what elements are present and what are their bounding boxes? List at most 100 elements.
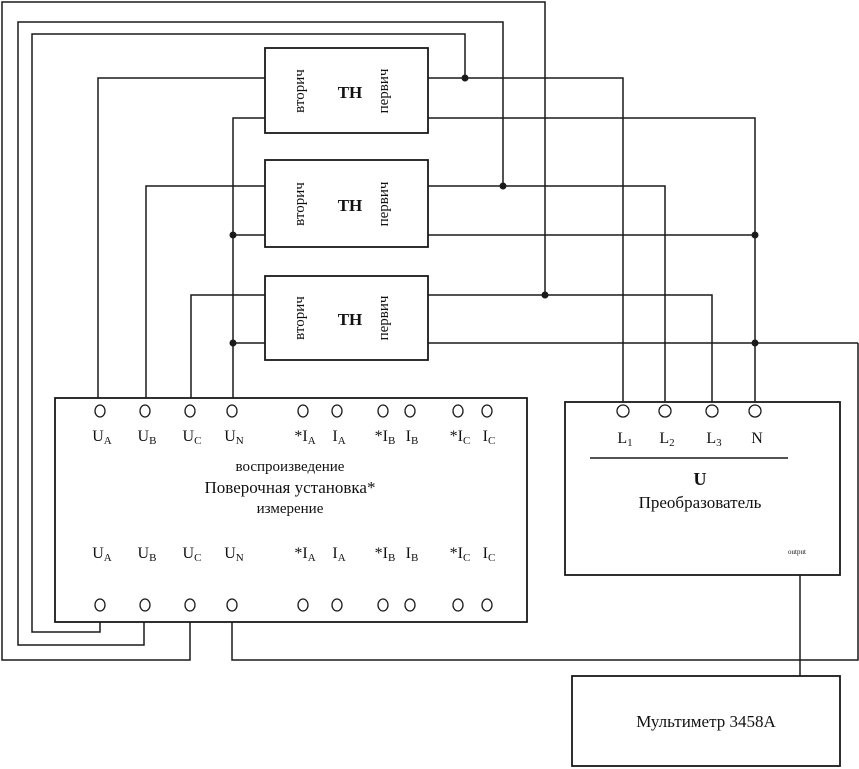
terminal-label-top: UN xyxy=(224,428,244,447)
terminal-top[interactable] xyxy=(331,404,343,418)
terminal-label-subscript: B xyxy=(388,435,395,447)
terminal-label-main: I xyxy=(332,545,337,562)
terminal-label-subscript: B xyxy=(149,552,156,564)
converter-terminal-label: L2 xyxy=(659,430,674,449)
transformer-box xyxy=(264,275,429,361)
terminal-label-main: U xyxy=(138,428,150,445)
terminal-bottom[interactable] xyxy=(184,598,196,612)
terminal-label-subscript: C xyxy=(463,552,470,564)
terminal-label-subscript: B xyxy=(411,435,418,447)
converter-terminal[interactable] xyxy=(616,404,630,418)
terminal-label-bottom: UB xyxy=(138,545,157,564)
terminal-bottom[interactable] xyxy=(94,598,106,612)
wire-ub-out-to-th2 xyxy=(17,21,504,646)
terminal-top[interactable] xyxy=(139,404,151,418)
wire-th1-primary-n xyxy=(428,117,756,404)
junction-dot xyxy=(499,182,507,190)
terminal-label-subscript: A xyxy=(308,552,316,564)
terminal-label-bottom: *IA xyxy=(294,545,315,564)
transformer-box xyxy=(264,47,429,134)
converter-terminal-label: L3 xyxy=(706,430,722,449)
wire-th2-primary-l2 xyxy=(428,185,666,404)
terminal-label-subscript: N xyxy=(236,435,244,447)
terminal-label-subscript: C xyxy=(488,552,495,564)
output-label: output xyxy=(788,548,806,556)
converter-terminal[interactable] xyxy=(658,404,672,418)
terminal-top[interactable] xyxy=(226,404,238,418)
transformer-1: ТН вторич первич xyxy=(264,47,429,134)
terminal-label-main: *I xyxy=(450,428,463,445)
terminal-bottom[interactable] xyxy=(404,598,416,612)
multimeter: Мультиметр 3458A xyxy=(571,675,841,767)
terminal-top[interactable] xyxy=(452,404,464,418)
terminal-label-main: *I xyxy=(294,545,307,562)
terminal-label-main: U xyxy=(138,545,150,562)
transformer-3: ТН вторич первич xyxy=(264,275,429,361)
multimeter-box xyxy=(571,675,841,767)
wires xyxy=(1,1,859,676)
terminal-top[interactable] xyxy=(184,404,196,418)
transformer-2: ТН вторич первич xyxy=(264,159,429,248)
wire-th3-primary-l3 xyxy=(428,294,713,404)
terminal-label-bottom: IA xyxy=(332,545,345,564)
terminal-label-main: L xyxy=(659,430,669,447)
terminal-top[interactable] xyxy=(377,404,389,418)
terminal-label-top: UB xyxy=(138,428,157,447)
wire-th2-secondary-ub xyxy=(145,185,265,404)
terminal-label-main: U xyxy=(183,428,195,445)
terminal-label-main: U xyxy=(224,545,236,562)
secondary-label: вторич xyxy=(292,296,308,340)
reproduction-caption: воспроизведение xyxy=(236,459,345,475)
terminal-label-subscript: A xyxy=(104,552,112,564)
terminal-label-subscript: A xyxy=(338,435,346,447)
terminal-label-subscript: B xyxy=(149,435,156,447)
terminal-label-bottom: UA xyxy=(92,545,112,564)
terminal-label-subscript: 2 xyxy=(669,437,675,449)
wire-th1-primary-l1 xyxy=(428,77,624,404)
converter-terminal[interactable] xyxy=(705,404,719,418)
wire-un-out-to-n xyxy=(231,343,859,661)
measurement-caption: измерение xyxy=(257,501,324,517)
calibration-unit: воспроизведение Поверочная установка* из… xyxy=(54,397,528,623)
terminal-bottom[interactable] xyxy=(139,598,151,612)
wire-uc-out-to-th3 xyxy=(1,1,546,661)
junction-dot xyxy=(751,231,759,239)
terminal-bottom[interactable] xyxy=(452,598,464,612)
terminal-label-top: *IA xyxy=(294,428,315,447)
terminal-bottom[interactable] xyxy=(297,598,309,612)
terminal-label-bottom: *IB xyxy=(375,545,396,564)
terminal-label-main: U xyxy=(92,545,104,562)
terminal-bottom[interactable] xyxy=(226,598,238,612)
converter-terminal[interactable] xyxy=(748,404,762,418)
terminal-top[interactable] xyxy=(297,404,309,418)
terminal-label-main: I xyxy=(483,428,488,445)
terminal-bottom[interactable] xyxy=(331,598,343,612)
terminal-label-main: *I xyxy=(450,545,463,562)
terminal-bottom[interactable] xyxy=(377,598,389,612)
terminal-label-subscript: B xyxy=(411,552,418,564)
terminal-label-subscript: 1 xyxy=(627,437,633,449)
terminal-label-subscript: C xyxy=(194,552,201,564)
junction-dot xyxy=(461,74,469,82)
terminal-label-top: UC xyxy=(183,428,202,447)
terminal-label-top: UA xyxy=(92,428,112,447)
terminal-label-bottom: UN xyxy=(224,545,244,564)
terminal-label-top: *IB xyxy=(375,428,396,447)
terminal-label-main: U xyxy=(183,545,195,562)
terminal-top[interactable] xyxy=(481,404,493,418)
transformer-label: ТН xyxy=(338,310,363,329)
primary-label: первич xyxy=(376,181,392,226)
terminal-label-top: IB xyxy=(406,428,419,447)
terminal-label-main: *I xyxy=(375,545,388,562)
terminal-label-subscript: C xyxy=(463,435,470,447)
terminal-label-subscript: 3 xyxy=(716,437,722,449)
terminal-top[interactable] xyxy=(94,404,106,418)
terminal-top[interactable] xyxy=(404,404,416,418)
terminal-label-main: *I xyxy=(294,428,307,445)
terminal-label-subscript: A xyxy=(338,552,346,564)
terminal-label-top: *IC xyxy=(450,428,471,447)
terminal-label-main: U xyxy=(92,428,104,445)
terminal-bottom[interactable] xyxy=(481,598,493,612)
